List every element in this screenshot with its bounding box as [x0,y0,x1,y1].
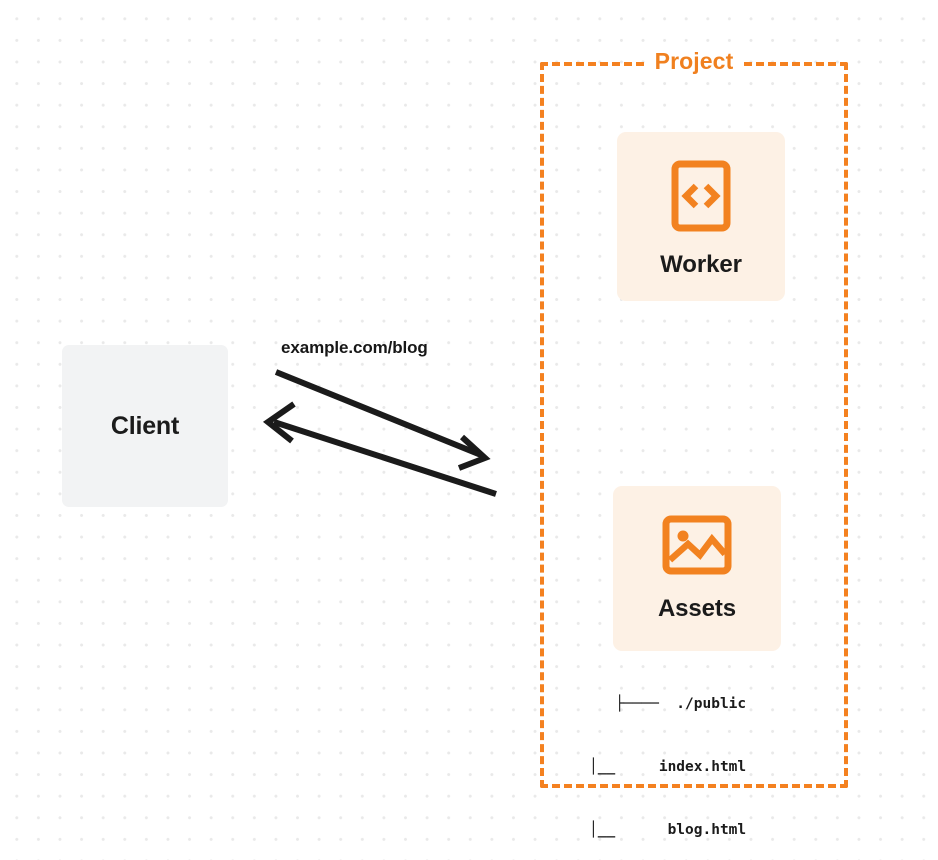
assets-label: Assets [657,595,737,622]
file-tree-line: │__ index.html [589,759,747,775]
worker-label: Worker [660,251,742,278]
image-icon [662,514,732,581]
response-arrow-icon [262,401,497,497]
code-brackets-icon [671,160,731,237]
file-tree-line: │__ blog.html [589,822,747,838]
node-worker[interactable]: Worker [617,132,785,301]
project-container: Project Worker Assets [540,47,848,838]
request-arrow-icon [274,369,491,471]
connection-url-label: example.com/blog [281,338,428,357]
node-client[interactable]: Client [62,345,228,507]
assets-file-tree: ├──── ./public │__ index.html │__ blog.h… [589,652,746,860]
node-assets[interactable]: Assets [613,486,781,651]
file-tree-line: ├──── ./public [615,696,747,712]
client-label: Client [110,411,180,440]
connection-arrows [262,369,497,497]
project-title: Project [645,47,743,75]
